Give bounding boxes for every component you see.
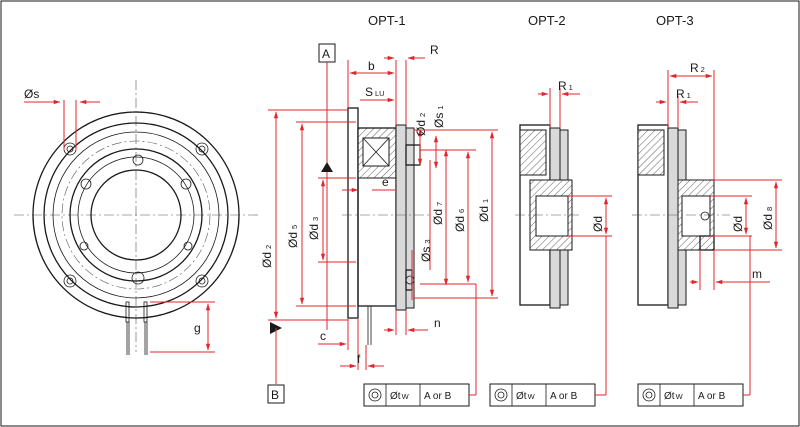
dim-r: R [430, 43, 439, 57]
dim-d3: Ød3 [307, 217, 321, 240]
opt2-title: OPT-2 [528, 13, 566, 28]
dim-d6: Ød6 [453, 209, 467, 232]
dim-d1: Ød1 [477, 199, 491, 222]
dim-d7: Ød7 [431, 202, 445, 225]
g-label: g [194, 321, 201, 335]
dim-d2: Ød2 [260, 245, 274, 268]
opt2-tolerance-frame [489, 383, 596, 407]
dim-b: b [368, 59, 375, 73]
datum-a-label: A [322, 47, 330, 61]
dim-e: e [382, 175, 389, 189]
dim-n: n [434, 316, 441, 330]
opt3-tolerance-frame [637, 383, 744, 407]
dim-f: f [357, 352, 361, 366]
opt1-title: OPT-1 [368, 13, 406, 28]
datum-b-label: B [271, 388, 279, 402]
opt2-tol-ref: A or B [550, 391, 578, 402]
dim-s1: Øs1 [432, 105, 446, 128]
opt3-title: OPT-3 [656, 13, 694, 28]
hole-diameter-label: Øs [24, 87, 39, 101]
opt2-d: Ød [591, 216, 605, 232]
dim-ds2: Ød2 [414, 113, 428, 136]
front-view: Øs g [14, 80, 258, 355]
opt1-tolerance-frame [363, 383, 470, 407]
dim-d5: Ød5 [286, 225, 300, 248]
opt3-d8: Ød8 [761, 207, 775, 230]
opt1-tol-ref: A or B [424, 391, 452, 402]
opt3-m: m [752, 267, 762, 281]
opt3-tol-ref: A or B [698, 391, 726, 402]
datum-b-box [267, 384, 285, 404]
opt1-tol-value: ØtW [390, 391, 410, 402]
opt2-tol-value: ØtW [516, 391, 536, 402]
dim-s3: Øs3 [419, 239, 433, 262]
dim-c: c [320, 329, 326, 343]
opt3-d: Ød [731, 216, 745, 232]
opt3-tol-value: ØtW [664, 391, 684, 402]
